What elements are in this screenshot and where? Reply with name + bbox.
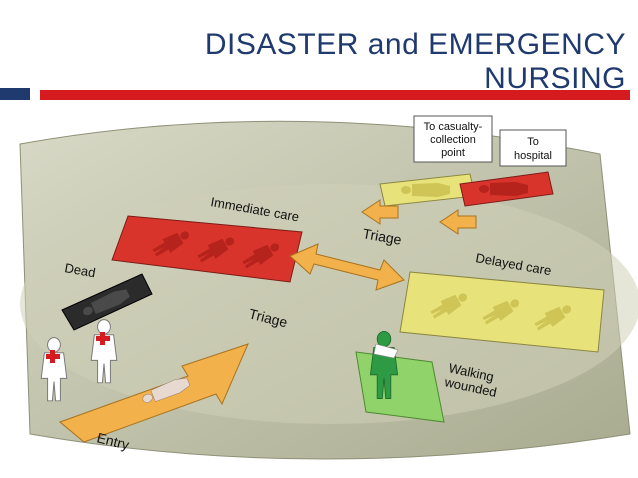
triage-diagram: To casualty- collection point To hospita…: [19, 115, 638, 460]
slide-title: DISASTER and EMERGENCY NURSING: [146, 28, 626, 96]
label-triage-top: Triage: [361, 225, 403, 248]
sign-casualty-line-2: collection: [430, 134, 476, 146]
title-accent-blue: [0, 88, 30, 100]
title-rule-red: [40, 90, 630, 100]
sign-hospital-line-1: To: [527, 136, 539, 148]
title-line-2: NURSING: [484, 62, 626, 95]
stretcher-red-top: [459, 171, 554, 207]
sign-casualty-line-1: To casualty-: [424, 121, 483, 133]
label-dead: Dead: [63, 260, 96, 280]
sign-casualty-collection: To casualty- collection point: [413, 115, 493, 163]
zone-dead: [61, 273, 153, 331]
zone-immediate-care: [111, 215, 303, 283]
zone-delayed-care: [399, 271, 605, 353]
double-arrow: [289, 243, 405, 291]
title-line-1: DISASTER and EMERGENCY: [204, 28, 626, 61]
label-entry: Entry: [95, 429, 131, 452]
arrow-to-collection: [361, 199, 399, 225]
medical-staff: [40, 318, 118, 402]
sign-casualty-line-3: point: [441, 147, 465, 159]
arrow-to-hospital: [439, 209, 477, 235]
sign-hospital: To hospital: [499, 129, 567, 167]
sign-hospital-line-2: hospital: [514, 150, 552, 162]
entry-arrow: [59, 343, 249, 443]
zone-walking-wounded: [355, 330, 445, 423]
